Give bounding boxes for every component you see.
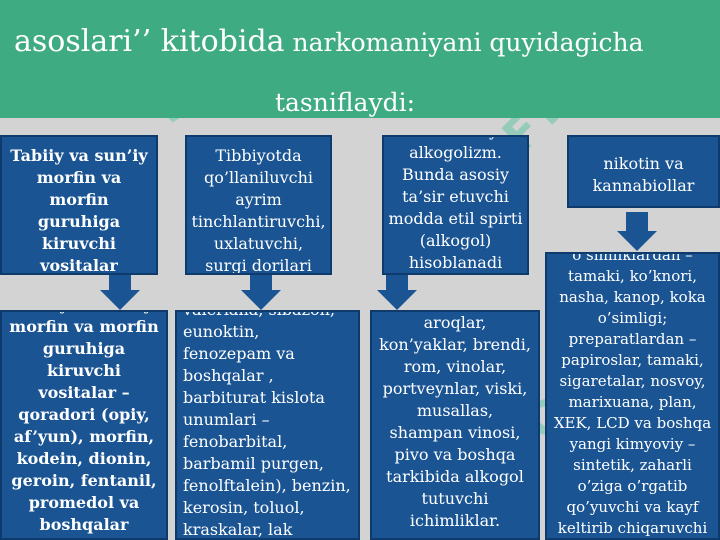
detail-box-alcohol: aroqlar, kon’yaklar, brendi, rom, vinola… (370, 310, 540, 540)
banner-line-1: asoslari’’ kitobida narkomaniyani quyida… (14, 24, 644, 59)
detail-box-medicines: valeriana, sibazon, eunoktin, fenozepam … (175, 310, 360, 540)
detail-box-nicotine: o’simliklardan – tamaki, ko’knori, nasha… (545, 252, 720, 540)
title-banner: asoslari’’ kitobida narkomaniyani quyida… (0, 0, 720, 118)
category-box-medicines: Tibbiyotda qo’llaniluvchi ayrim tinchlan… (185, 135, 332, 275)
category-box-alcoholism: toksikomaniya – alkogolizm. Bunda asosiy… (382, 135, 529, 275)
category-box-morphine: Tabiiy va sun’iy morfin va morfin guruhi… (0, 135, 158, 275)
banner-line-2: tasniflaydi: (274, 88, 415, 117)
category-box-nicotine: nikotin va kannabiollar (567, 135, 720, 208)
detail-box-morphine: Tabiiy va sun’iy morfin va morfin guruhi… (0, 310, 168, 540)
